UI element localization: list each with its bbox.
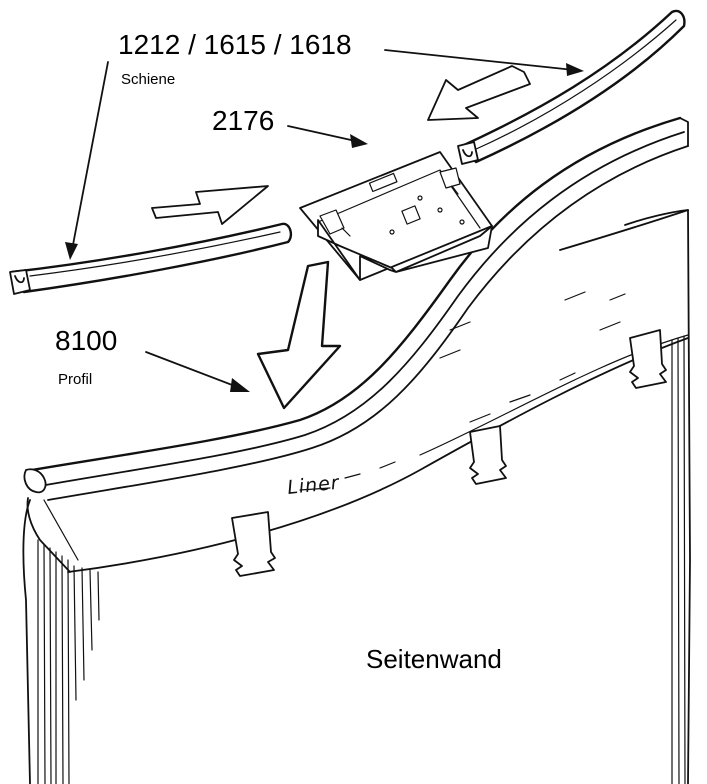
- liner-label: Liner: [286, 472, 341, 499]
- liner-sheet: [67, 291, 689, 573]
- arrow-down: [256, 260, 342, 410]
- rail-left: [9, 222, 293, 295]
- rail-part-numbers-label: 1212 / 1615 / 1618: [118, 29, 352, 60]
- rail-right: [457, 9, 686, 165]
- connector-number-label: 2176: [212, 105, 274, 136]
- connector-2176: [299, 151, 493, 281]
- profile-8100: [23, 116, 689, 573]
- rail-name-label: Schiene: [121, 71, 175, 88]
- leader-lines: [65, 49, 584, 392]
- wall-label: Seitenwand: [366, 644, 502, 674]
- profile-number-label: 8100: [55, 325, 117, 356]
- tape-left: [231, 511, 276, 577]
- tape-strips: [231, 329, 667, 577]
- arrow-right-rail-in: [427, 65, 531, 121]
- arrow-left-rail-in: [151, 185, 269, 225]
- side-wall: [22, 209, 691, 784]
- direction-arrows: [151, 65, 531, 410]
- profile-name-label: Profil: [58, 371, 92, 388]
- tape-right: [629, 329, 667, 389]
- labels: 1212 / 1615 / 1618 Schiene 2176 8100 Pro…: [55, 29, 502, 674]
- tape-middle: [469, 425, 507, 485]
